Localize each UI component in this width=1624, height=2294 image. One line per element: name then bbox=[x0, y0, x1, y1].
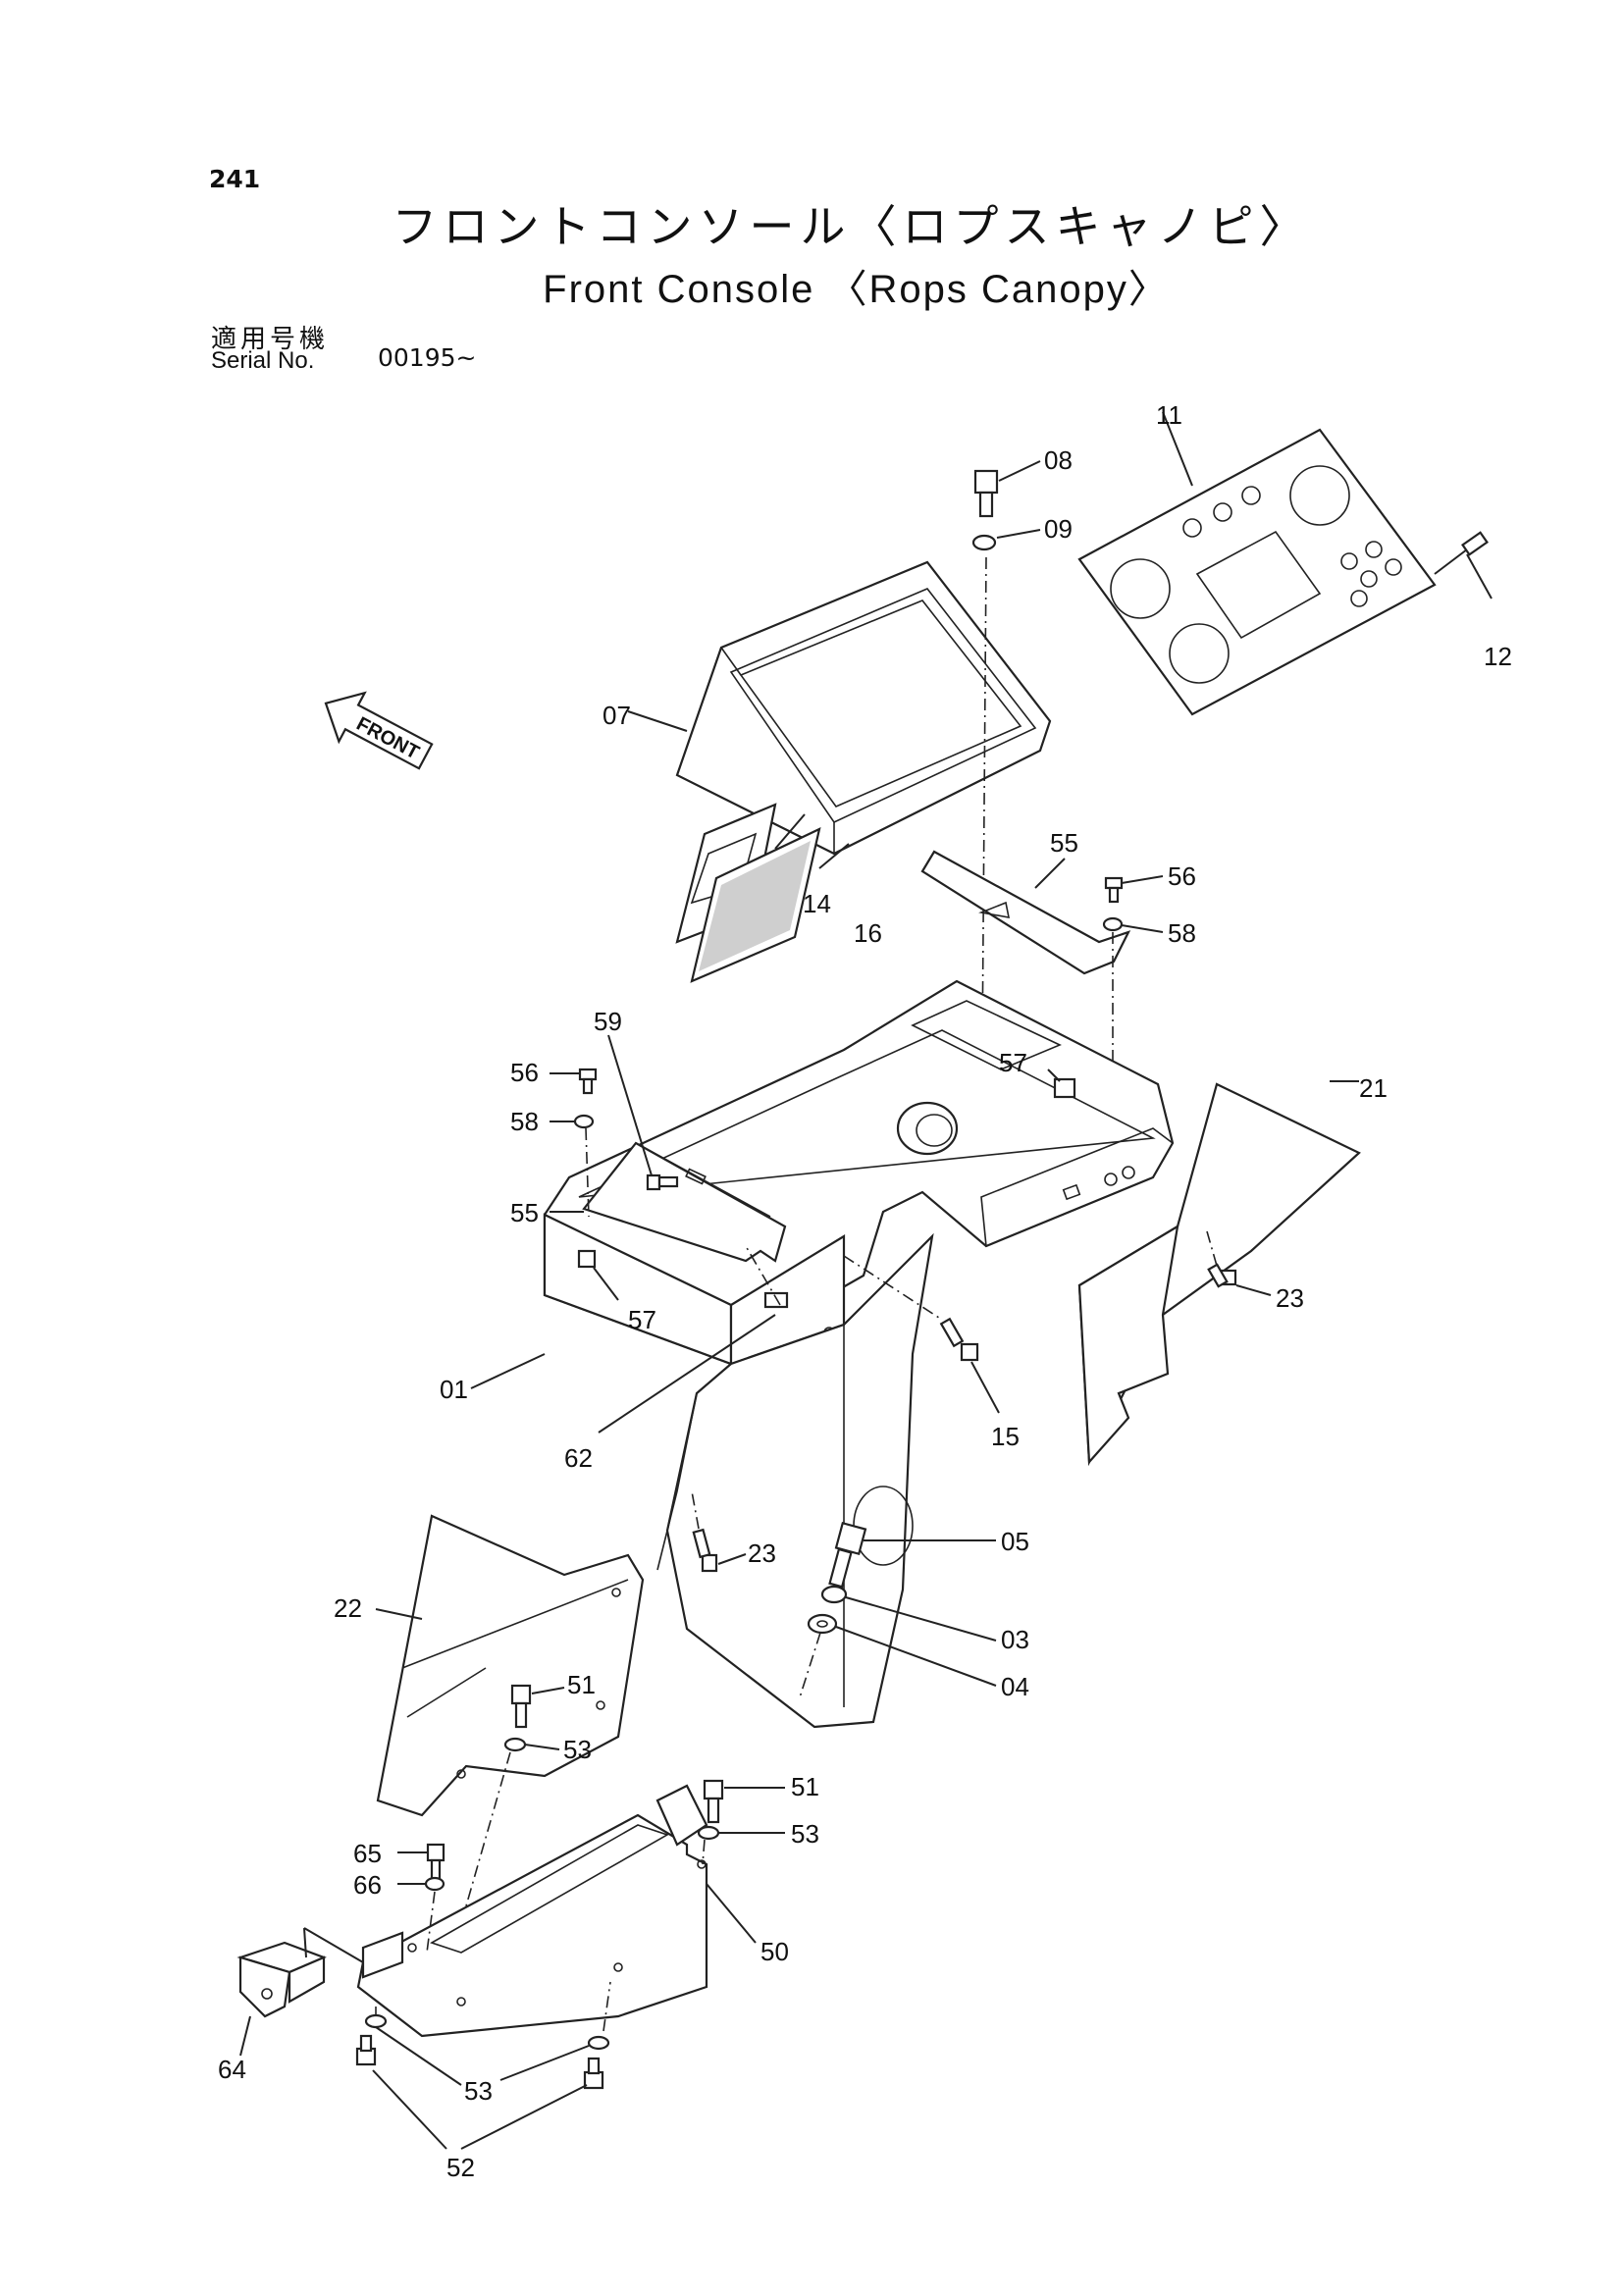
label-part-52: 52 bbox=[446, 2153, 475, 2182]
label-part-58-left: 58 bbox=[510, 1107, 539, 1136]
label-part-23-right: 23 bbox=[1276, 1283, 1304, 1313]
label-part-56-left: 56 bbox=[510, 1058, 539, 1087]
serial-label-japanese: 適用号機 bbox=[211, 325, 330, 354]
clip-part-62-icon bbox=[763, 1291, 789, 1309]
label-part-55-left: 55 bbox=[510, 1198, 539, 1227]
title-english: Front Console 〈Rops Canopy〉 bbox=[543, 268, 1170, 311]
label-part-03: 03 bbox=[1001, 1625, 1029, 1654]
bolt-part-65-icon bbox=[426, 1843, 445, 1882]
screw-part-12-icon bbox=[1461, 531, 1493, 600]
bolt-part-51-right-icon bbox=[703, 1779, 724, 1824]
bracket-part-64 bbox=[236, 1941, 327, 2018]
label-part-05: 05 bbox=[1001, 1527, 1029, 1556]
label-part-64: 64 bbox=[218, 2055, 246, 2084]
label-part-01: 01 bbox=[440, 1375, 468, 1404]
serial-label-english: Serial No. bbox=[211, 347, 315, 374]
nut-part-57-right-icon bbox=[1053, 1077, 1076, 1099]
label-part-22: 22 bbox=[334, 1593, 362, 1623]
front-arrow-icon: FRONT bbox=[324, 691, 434, 770]
bolt-part-08-icon bbox=[973, 469, 999, 518]
console-body-part-01 bbox=[543, 979, 1175, 1729]
washer-part-04-icon bbox=[807, 1613, 838, 1635]
label-part-56-right: 56 bbox=[1168, 861, 1196, 891]
label-part-53-right: 53 bbox=[791, 1819, 819, 1849]
label-part-14: 14 bbox=[803, 889, 831, 918]
page-number: 241 bbox=[209, 165, 261, 193]
serial-number-value: 00195~ bbox=[378, 343, 477, 372]
label-part-04: 04 bbox=[1001, 1672, 1029, 1701]
label-part-15: 15 bbox=[991, 1422, 1020, 1451]
label-part-66: 66 bbox=[353, 1870, 382, 1900]
washer-part-53-right-icon bbox=[697, 1825, 720, 1841]
cover-part-55-right bbox=[920, 850, 1131, 975]
label-part-21: 21 bbox=[1359, 1073, 1388, 1103]
label-part-50: 50 bbox=[760, 1937, 789, 1966]
label-part-53-left: 53 bbox=[563, 1735, 592, 1764]
bolt-part-15-icon bbox=[939, 1317, 979, 1362]
label-part-62: 62 bbox=[564, 1443, 593, 1473]
label-part-23-middle: 23 bbox=[748, 1538, 776, 1568]
label-part-59: 59 bbox=[594, 1007, 622, 1036]
label-part-07: 07 bbox=[602, 701, 631, 730]
label-part-08: 08 bbox=[1044, 445, 1073, 475]
side-panel-part-22 bbox=[376, 1514, 645, 1817]
bolt-part-05-icon bbox=[828, 1521, 867, 1589]
label-part-65: 65 bbox=[353, 1839, 382, 1868]
label-part-51-right: 51 bbox=[791, 1772, 819, 1801]
washer-part-66-icon bbox=[424, 1876, 445, 1892]
bolt-part-51-left-icon bbox=[510, 1684, 532, 1729]
washer-part-09-icon bbox=[971, 534, 997, 551]
bolt-part-52-left-icon bbox=[355, 2034, 377, 2066]
screw-part-56-right-icon bbox=[1104, 876, 1124, 904]
washer-part-53-left-icon bbox=[503, 1737, 527, 1752]
nut-part-57-left-icon bbox=[577, 1249, 597, 1269]
label-part-51-left: 51 bbox=[567, 1670, 596, 1699]
bolt-part-23-right-icon bbox=[1207, 1263, 1237, 1288]
label-part-09: 09 bbox=[1044, 514, 1073, 544]
label-part-55-right: 55 bbox=[1050, 828, 1078, 858]
label-part-53-bottom: 53 bbox=[464, 2076, 493, 2106]
washer-part-58-left-icon bbox=[573, 1114, 595, 1129]
label-part-57-left: 57 bbox=[628, 1305, 656, 1334]
filter-part-16 bbox=[690, 827, 821, 983]
title-japanese: フロントコンソール〈ロプスキャノピ〉 bbox=[392, 200, 1311, 253]
washer-part-58-right-icon bbox=[1102, 916, 1124, 932]
label-part-12: 12 bbox=[1484, 642, 1512, 671]
cover-part-55-left bbox=[582, 1141, 787, 1263]
screw-part-56-left-icon bbox=[578, 1068, 598, 1095]
instrument-panel-part-11 bbox=[1077, 428, 1437, 716]
washer-part-53-bottom-left-icon bbox=[364, 2013, 388, 2029]
label-part-58-right: 58 bbox=[1168, 918, 1196, 948]
base-plate-part-50 bbox=[356, 1784, 708, 2038]
bolt-part-52-right-icon bbox=[583, 2057, 604, 2090]
bolt-part-23-middle-icon bbox=[692, 1528, 718, 1573]
label-part-16: 16 bbox=[854, 918, 882, 948]
washer-part-53-bottom-right-icon bbox=[587, 2035, 610, 2051]
screw-part-59-icon bbox=[646, 1173, 679, 1191]
lockwasher-part-03-icon bbox=[820, 1585, 848, 1604]
label-part-57-right: 57 bbox=[999, 1048, 1027, 1077]
hood-part-07 bbox=[675, 560, 1052, 856]
label-part-11: 11 bbox=[1156, 400, 1182, 430]
